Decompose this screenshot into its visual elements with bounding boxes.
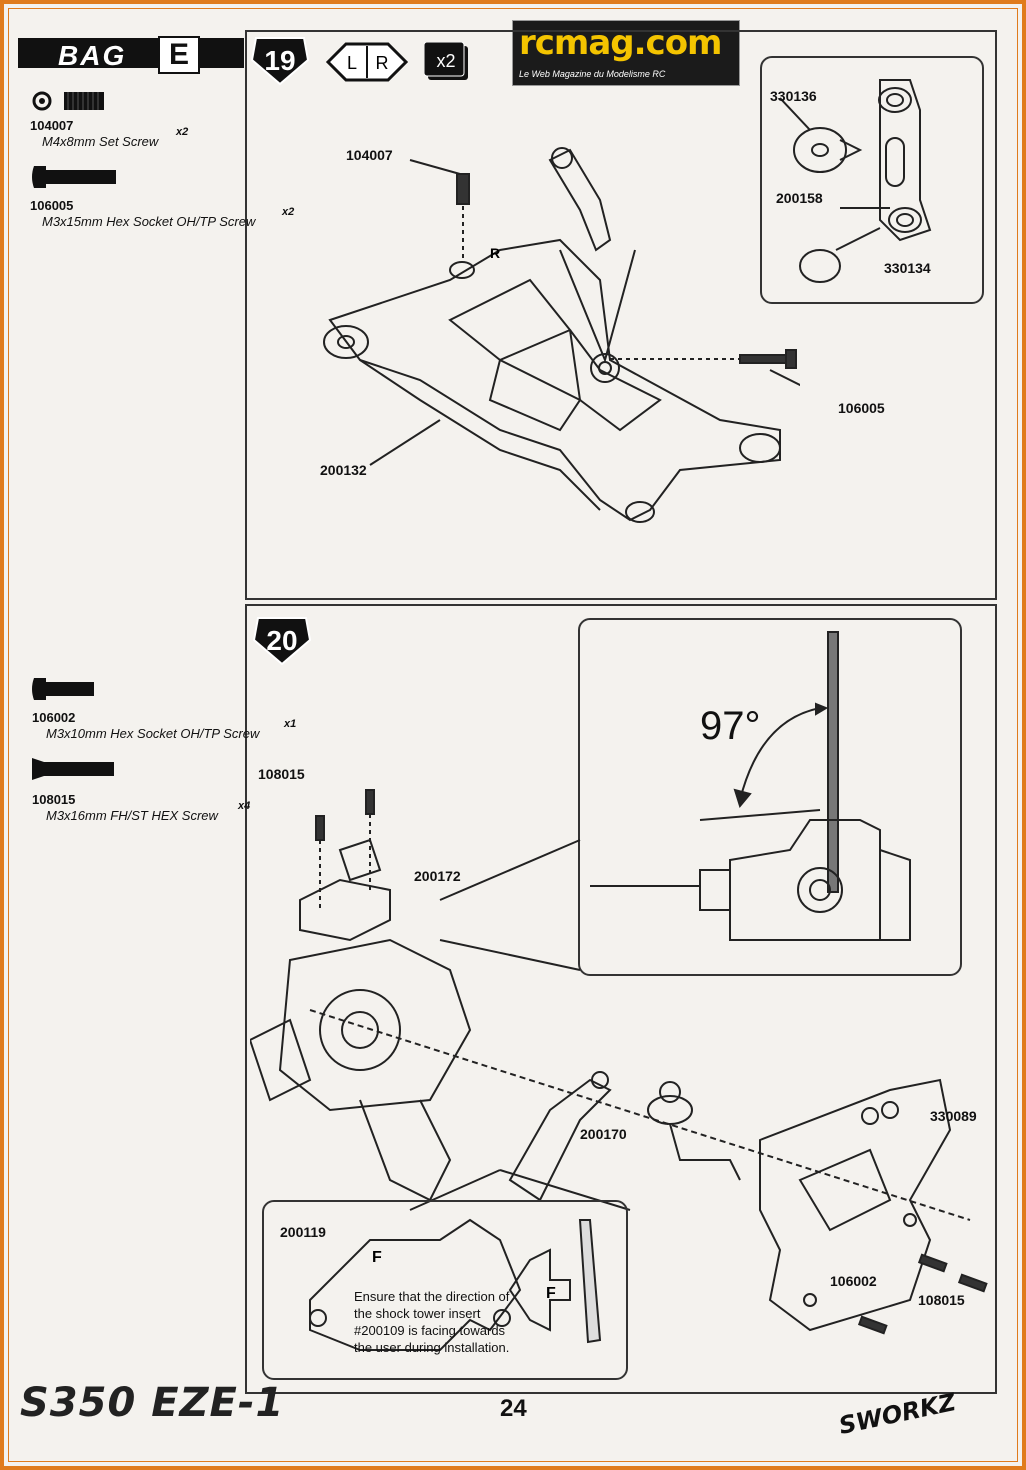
shock-mount-detail xyxy=(780,79,932,283)
callout-108015-bottom: 108015 xyxy=(918,1292,965,1308)
insert-mark: F xyxy=(372,1249,382,1266)
side-left: L xyxy=(347,53,357,73)
callout-200170: 200170 xyxy=(580,1126,627,1142)
shock-tower-assembly-drawing xyxy=(250,789,988,1335)
set-screw-icon xyxy=(32,91,104,111)
bag-letter: E xyxy=(158,36,200,74)
multiplier-text: x2 xyxy=(436,51,455,71)
rcmag-subtitle: Le Web Magazine du Modelisme RC xyxy=(519,69,666,79)
hex-screw-short-icon xyxy=(32,678,94,700)
suspension-arm-drawing: R xyxy=(323,147,800,523)
angle-value: 97° xyxy=(700,704,761,748)
arrow-mark: F xyxy=(546,1285,556,1302)
step20-panel xyxy=(245,604,997,1394)
step19-panel xyxy=(245,30,997,600)
arm-side-mark: R xyxy=(490,245,500,261)
angle-detail-drawing xyxy=(590,631,911,941)
part-104007-qty: x2 xyxy=(176,126,189,138)
step19-number: 19 xyxy=(264,45,295,76)
part-104007-name: M4x8mm Set Screw xyxy=(42,134,159,149)
bag-bar xyxy=(18,38,244,68)
part-108015-code: 108015 xyxy=(32,792,76,807)
step20-badge: 20 xyxy=(252,617,312,666)
part-106005-name: M3x15mm Hex Socket OH/TP Screw xyxy=(42,214,256,229)
part-108015-name: M3x16mm FH/ST HEX Screw xyxy=(46,808,218,823)
insert-detail-inset xyxy=(262,1200,628,1380)
step19-badge: 19 xyxy=(250,37,310,86)
callout-330134: 330134 xyxy=(884,260,931,276)
flathead-screw-icon xyxy=(32,758,114,780)
callout-108015-top: 108015 xyxy=(258,766,305,782)
step20-number: 20 xyxy=(266,625,297,656)
brand-logo: SWORKZ xyxy=(836,1387,959,1441)
callout-200172: 200172 xyxy=(414,868,461,884)
part-108015-qty: x4 xyxy=(238,800,251,812)
part-104007-code: 104007 xyxy=(30,118,74,133)
callout-104007: 104007 xyxy=(346,147,393,163)
left-right-icon: L R xyxy=(326,42,408,82)
part-106002-qty: x1 xyxy=(284,718,297,730)
hex-screw-icon xyxy=(32,166,116,188)
installation-note: Ensure that the direction of the shock t… xyxy=(354,1289,510,1355)
model-logo: S350 EZE-1 xyxy=(20,1380,285,1426)
callout-106002: 106002 xyxy=(830,1273,877,1289)
multiplier-icon: x2 xyxy=(424,42,468,80)
rcmag-title: rcmag.com xyxy=(519,23,722,63)
bag-label: BAG xyxy=(58,40,127,71)
callout-200158: 200158 xyxy=(776,190,823,206)
callout-106005: 106005 xyxy=(838,400,885,416)
angle-detail-inset xyxy=(578,618,962,976)
callout-200132: 200132 xyxy=(320,462,367,478)
part-106002-code: 106002 xyxy=(32,710,76,725)
part-106002-name: M3x10mm Hex Socket OH/TP Screw xyxy=(46,726,260,741)
part-106005-qty: x2 xyxy=(282,206,295,218)
insert-detail-drawing: F F xyxy=(309,1218,602,1351)
part-106005-code: 106005 xyxy=(30,198,74,213)
bag-header: BAG E xyxy=(18,36,248,74)
callout-200119: 200119 xyxy=(280,1224,326,1240)
callout-330136: 330136 xyxy=(770,88,817,104)
side-right: R xyxy=(376,53,389,73)
callout-330089: 330089 xyxy=(930,1108,977,1124)
page-number: 24 xyxy=(500,1395,527,1422)
step19-detail-inset xyxy=(760,56,984,304)
